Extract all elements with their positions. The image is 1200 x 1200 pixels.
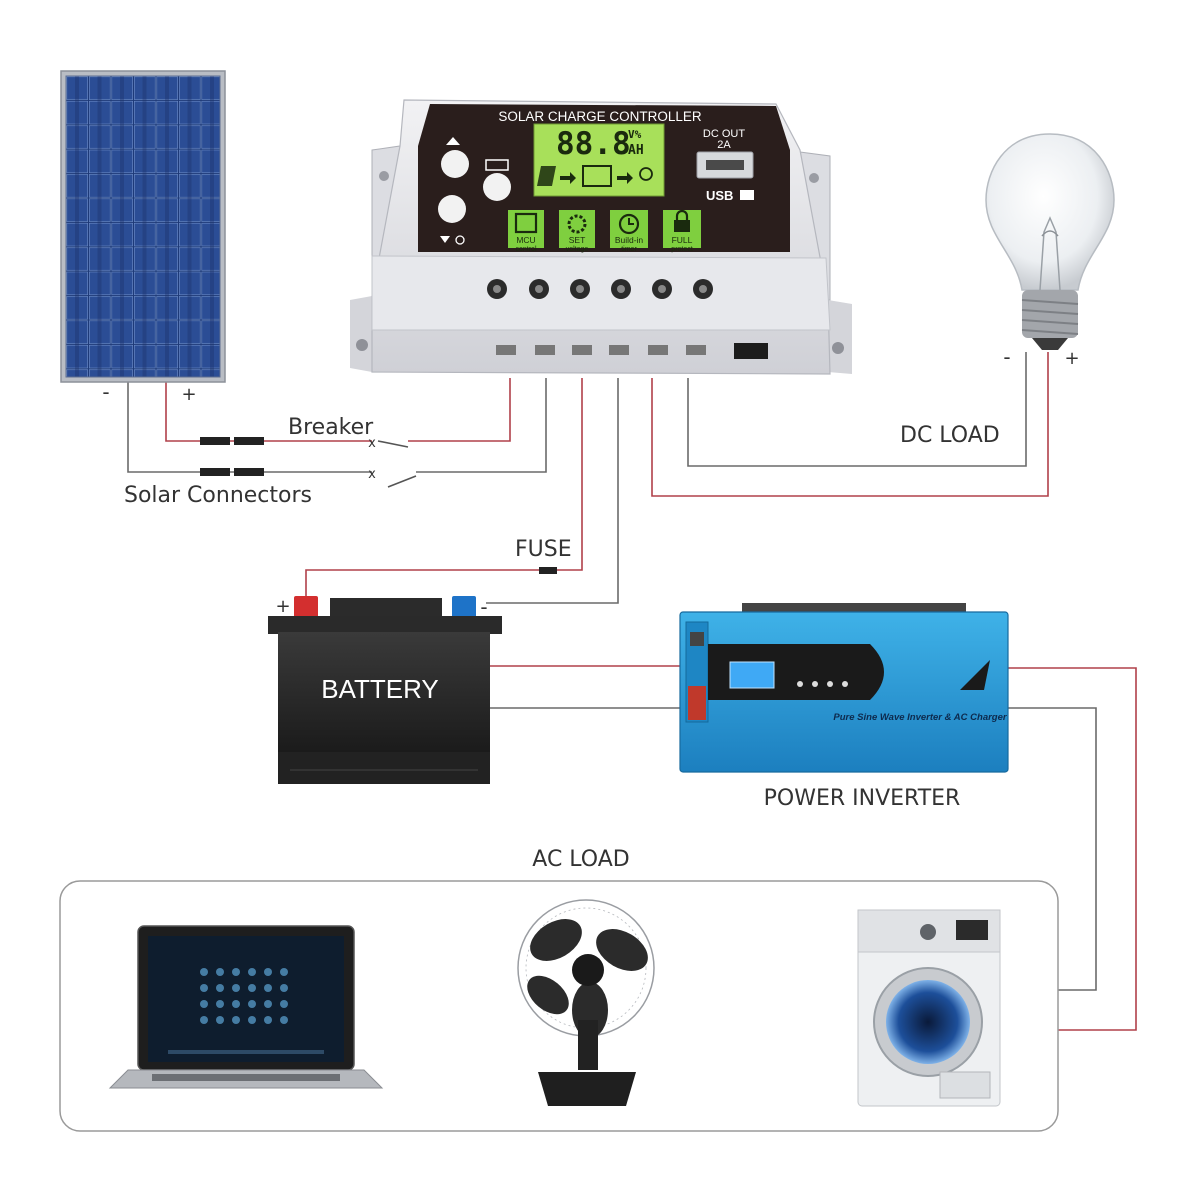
ac-load-box: [59, 880, 1059, 1132]
washing-machine: [857, 909, 1001, 1107]
inverter-ac-wire-1: [1008, 667, 1137, 1031]
battery-positive-terminal: [294, 596, 318, 620]
panel-negative-wire: [127, 382, 372, 473]
lcd-battery-icon: [582, 165, 612, 187]
feature-set-label: SET: [569, 235, 586, 245]
lock-icon: [674, 220, 690, 232]
battery-minus-label: -: [480, 595, 487, 619]
breaker-label: Breaker: [288, 415, 374, 440]
battery-plus-label: +: [275, 596, 290, 617]
usb-battery-icon: [740, 190, 754, 200]
battery-positive-wire: [305, 378, 583, 596]
breaker-switch-bottom: [387, 475, 417, 488]
lcd-bulb-icon: [639, 167, 653, 181]
feature-mcu-sub: control: [515, 246, 536, 253]
bulb-plus-label: +: [1064, 348, 1079, 369]
lcd-digits: 88.8: [556, 126, 631, 162]
solar-connectors-label: Solar Connectors: [124, 483, 312, 508]
feature-protect: FULL protect: [663, 209, 701, 253]
breaker-mark-bottom: x: [368, 467, 376, 482]
controller-features: MCU control SET voltage Build-in timer F…: [508, 209, 701, 253]
usb-port-slot: [706, 160, 744, 170]
bulb-minus-label: -: [1003, 345, 1010, 369]
up-button[interactable]: [441, 150, 469, 178]
laptop-app-icons: [200, 968, 288, 1024]
power-inverter: [679, 603, 1009, 773]
solar-panel: [60, 70, 226, 383]
controller-buttons: [438, 137, 511, 245]
dc-load-label: DC LOAD: [900, 423, 1000, 448]
panel-positive-wire: [165, 382, 372, 442]
inverter-logo-icon: [960, 660, 990, 690]
inverter-display: [729, 661, 775, 689]
breaker-to-controller-negative: [416, 378, 547, 473]
wiring: [127, 352, 1137, 1031]
feature-protect-label: FULL: [672, 235, 693, 245]
mode-icon: [485, 159, 509, 171]
feature-mcu-label: MCU: [516, 235, 535, 245]
lcd-arrow-icon: [617, 172, 633, 184]
solar-connector-top: [200, 437, 264, 445]
feature-timer-label: Build-in: [615, 235, 644, 245]
lcd-units-bottom: AH: [628, 143, 644, 158]
lcd-units-top: V%: [628, 128, 642, 141]
gear-icon: [567, 214, 587, 234]
breaker-mark-top: x: [368, 436, 376, 451]
feature-timer: Build-in timer: [610, 210, 648, 253]
controller-lcd: [533, 123, 665, 197]
wire-slots: [496, 343, 768, 359]
feature-protect-sub: protect: [671, 246, 692, 253]
terminal-screws: [487, 279, 713, 299]
dc-load-positive-wire: [651, 352, 1049, 497]
up-arrow-icon: [446, 137, 460, 145]
feature-set: SET voltage: [559, 210, 595, 253]
dc-out-rating: 2A: [717, 139, 731, 151]
laptop: [108, 925, 384, 1089]
panel-minus-label: -: [102, 380, 109, 404]
chip-icon: [514, 212, 538, 234]
inverter-ac-wire-2: [1008, 707, 1097, 991]
fuse: [539, 567, 557, 574]
ac-load-label: AC LOAD: [532, 847, 629, 872]
controller-title: SOLAR CHARGE CONTROLLER: [498, 109, 702, 124]
usb-label: USB: [706, 188, 733, 203]
lcd-solar-icon: [537, 166, 556, 186]
mode-button[interactable]: [483, 173, 511, 201]
solar-connector-bottom: [200, 468, 264, 476]
breaker-switch-top: [377, 440, 409, 448]
fan: [517, 899, 655, 1106]
feature-timer-sub: timer: [621, 246, 637, 253]
power-inverter-label: POWER INVERTER: [764, 786, 961, 811]
battery-label: BATTERY: [321, 674, 439, 704]
down-arrow-icon: [440, 236, 450, 243]
panel-plus-label: +: [181, 384, 196, 405]
feature-mcu: MCU control: [508, 210, 544, 253]
battery: [268, 596, 502, 784]
battery-negative-terminal: [452, 596, 476, 620]
dc-out-label: DC OUT: [703, 128, 745, 140]
feature-set-sub: voltage: [566, 246, 589, 253]
light-bulb: [985, 133, 1115, 350]
down-button[interactable]: [438, 195, 466, 223]
lcd-arrow-icon: [560, 172, 576, 184]
fuse-label: FUSE: [515, 537, 572, 562]
dc-load-negative-wire: [687, 352, 1027, 467]
clock-icon: [618, 213, 640, 235]
battery-negative-wire: [486, 378, 619, 604]
breaker-to-controller-positive: [408, 378, 511, 442]
light-icon: [455, 235, 465, 245]
inverter-brand-text: Pure Sine Wave Inverter & AC Charger: [833, 712, 1007, 723]
